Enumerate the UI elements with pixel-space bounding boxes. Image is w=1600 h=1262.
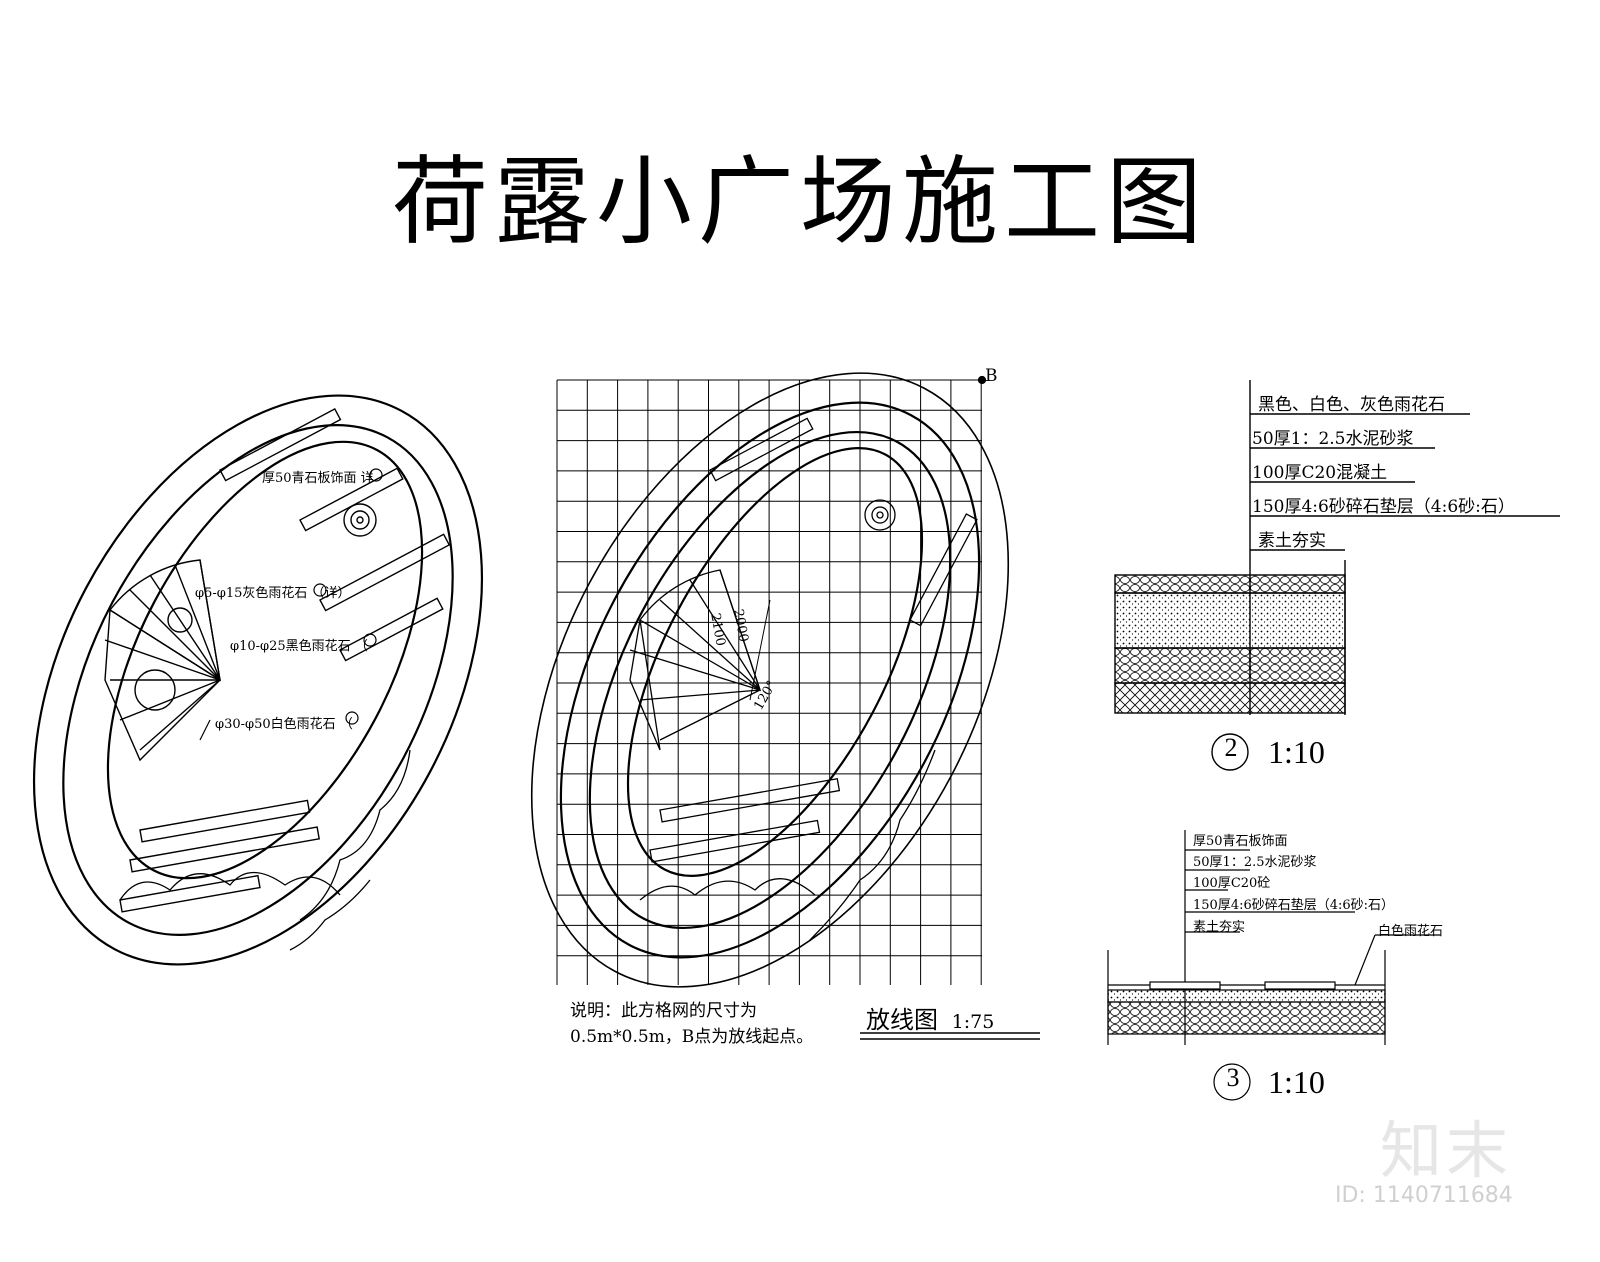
sec2-layer-3: 100厚C20混凝土 [1252,463,1388,483]
sec2-layer-2: 50厚1：2.5水泥砂浆 [1252,429,1414,449]
drawing-title: 荷露小广场施工图 [392,146,1208,258]
label-white-pebble: φ30-φ50白色雨花石 （ [215,717,353,732]
site-plan [32,394,484,966]
image-id: ID: 1140711684 [1335,1183,1513,1208]
plan-middle-ring [62,424,454,936]
layout-grid [556,379,982,985]
layout-caption-scale: 1:75 [951,1011,995,1033]
caption-underline [860,1032,1040,1040]
section-3 [1107,830,1440,1101]
sec2-number: 2 [1224,733,1238,762]
sec2-layer-4: 150厚4:6砂碎石垫层（4:6砂:石） [1252,497,1515,517]
section-2 [1114,380,1560,771]
sec3-scale: 1:10 [1268,1064,1325,1100]
sec3-layer-3: 100厚C20砼 [1193,876,1271,891]
label-black-pebble: φ10-φ25黑色雨花石 （ [230,639,368,654]
plan-fan-motif [104,559,222,762]
point-b-label: B [985,366,998,386]
sec2-layer-1: 黑色、白色、灰色雨花石 [1258,395,1445,415]
label-gray-pebble: φ5-φ15灰色雨花石 （详） [195,586,351,601]
sec3-layer-5: 素土夯实 [1193,920,1246,935]
sec3-layer-2: 50厚1：2.5水泥砂浆 [1193,855,1317,870]
grid-note: 说明：此方格网的尺寸为0.5m*0.5m，B点为放线起点。 [570,1001,814,1047]
label-slate-finish: 厚50青石板饰面 详 [262,471,374,486]
sec3-number: 3 [1226,1063,1240,1092]
plan-slate-strips [119,408,451,913]
plan-rosette [343,503,377,537]
brand-logo: 知末 [1380,1114,1513,1187]
sec2-layer-5: 素土夯实 [1258,531,1326,551]
layout-caption: 放线图 1:75 [866,1000,994,1035]
layout-plan [530,372,1010,988]
plan-inner-ring [106,440,424,880]
sec2-scale: 1:10 [1268,734,1325,770]
layout-caption-name: 放线图 [866,1006,938,1034]
plan-outer-ring [32,394,484,966]
sec3-side-label: 白色雨花石 [1378,924,1444,939]
sec3-layer-4: 150厚4:6砂碎石垫层（4:6砂:石） [1193,898,1395,913]
sec3-layer-1: 厚50青石板饰面 [1193,834,1288,849]
plan-rockery [119,749,411,951]
